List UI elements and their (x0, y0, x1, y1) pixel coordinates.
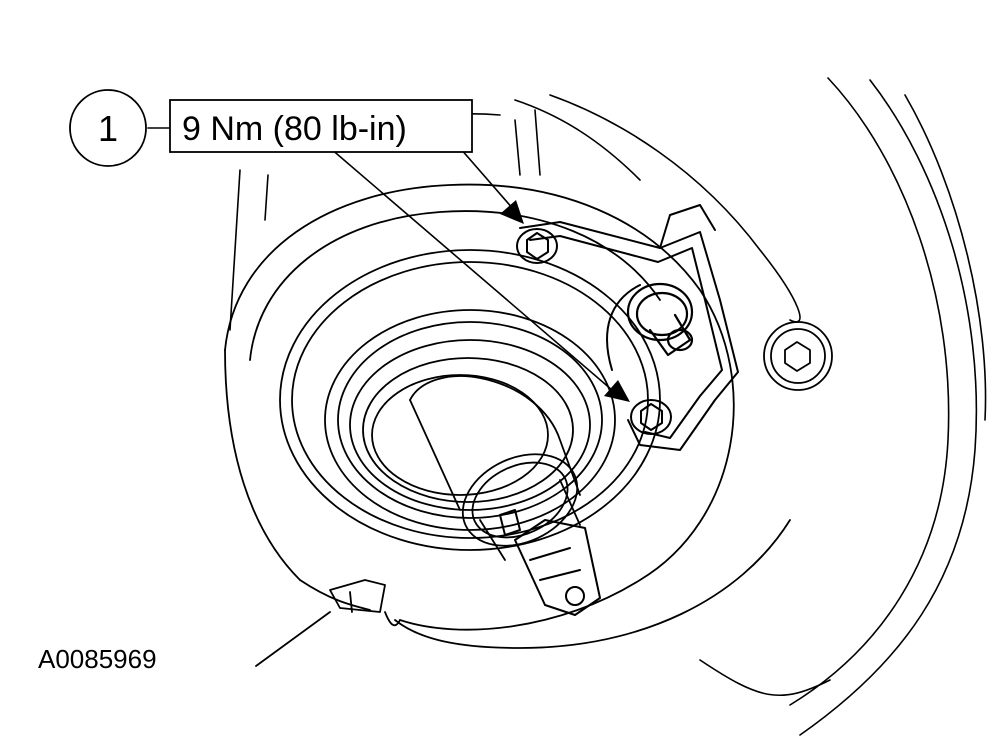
hub-bearing-rings (279, 249, 661, 551)
bolt-right (763, 321, 833, 391)
arrowheads (500, 200, 630, 402)
leader-lines (147, 127, 613, 391)
speed-sensor (626, 282, 694, 357)
callout-number: 1 (98, 108, 118, 149)
arrowhead-lower (604, 380, 630, 402)
torque-spec-box: 9 Nm (80 lb-in) (169, 99, 473, 153)
callout-marker: 1 (69, 89, 147, 167)
backing-plate (224, 183, 791, 649)
arrowhead-upper (500, 200, 524, 224)
torque-spec-label: 9 Nm (80 lb-in) (182, 110, 407, 148)
sensor-bracket (519, 204, 739, 451)
bolt-lower (630, 399, 672, 435)
figure-id: A0085969 (38, 644, 157, 674)
axle-hex-nut (499, 509, 601, 616)
axle-shaft (409, 375, 581, 561)
retainer-clip (255, 579, 401, 667)
outer-shield-lines (229, 77, 987, 736)
bolt-upper (516, 228, 558, 264)
